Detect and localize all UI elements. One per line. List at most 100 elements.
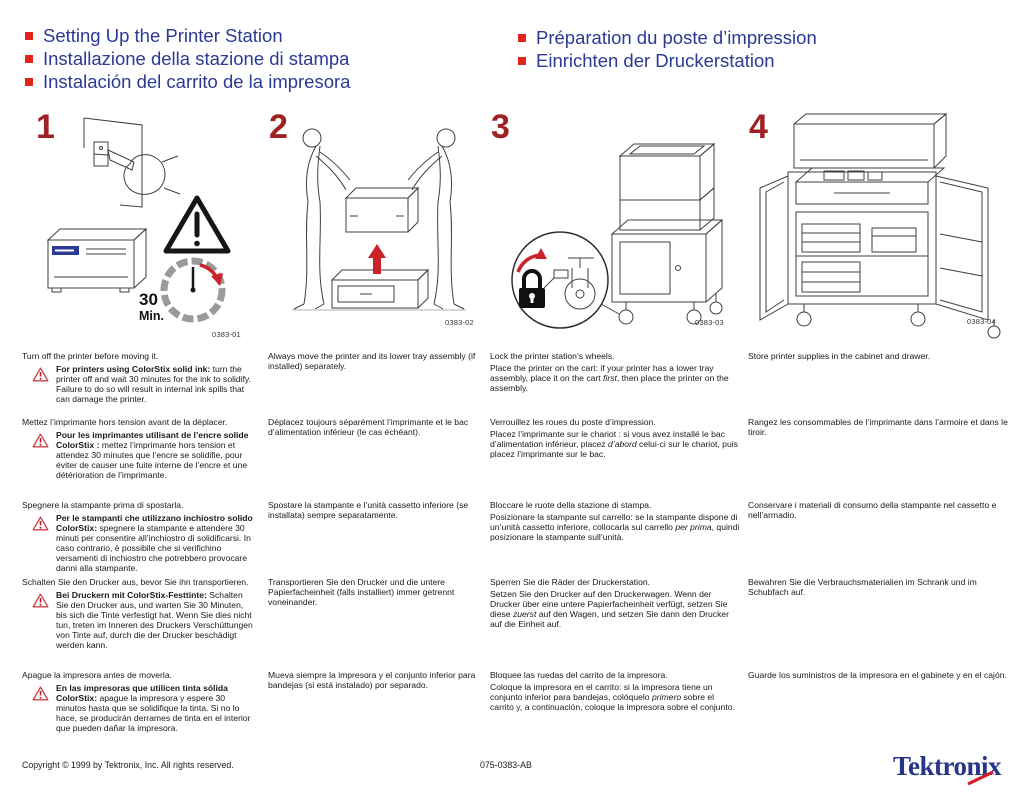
red-square-bullet-icon	[25, 54, 33, 63]
instruction-text: Verrouillez les roues du poste d’impress…	[490, 417, 656, 427]
instruction-cell: Rangez les consommables de l’imprimante …	[748, 417, 1022, 501]
warning-note: Pour les imprimantes utilisant de l’encr…	[22, 429, 256, 481]
instruction-cell: Store printer supplies in the cabinet an…	[748, 351, 1022, 418]
instruction-text: Bloquee las ruedas del carrito de la imp…	[490, 670, 668, 680]
figures-row: 30 Min. 1 0383-01	[22, 108, 1022, 345]
instruction-text: Bewahren Sie die Verbrauchsmaterialien i…	[748, 577, 977, 597]
instruction-text: Spostare la stampante e l’unità cassetto…	[268, 500, 469, 520]
instruction-cell: Schalten Sie den Drucker aus, bevor Sie …	[22, 577, 268, 671]
part-number: 075-0383-AB	[480, 760, 532, 770]
clock-icon	[160, 257, 226, 323]
instruction-text-part: auf den Wagen, und setzen Sie dann den D…	[490, 609, 730, 630]
instruction-cell: Guarde los suministros de la impresora e…	[748, 670, 1022, 753]
instruction-text: Schalten Sie den Drucker aus, bevor Sie …	[22, 577, 249, 587]
instruction-text: Transportieren Sie den Drucker und die u…	[268, 577, 455, 607]
instruction-cell: Spostare la stampante e l’unità cassetto…	[268, 500, 490, 578]
instruction-cell: Conservare i materiali di consumo della …	[748, 500, 1022, 578]
instruction-text: Mettez l’imprimante hors tension avant d…	[22, 417, 228, 427]
instruction-text: Guarde los suministros de la impresora e…	[748, 670, 1007, 680]
instruction-text: Spegnere la stampante prima di spostarla…	[22, 500, 184, 510]
instructions-row-german: Schalten Sie den Drucker aus, bevor Sie …	[22, 577, 1022, 671]
warning-triangle-icon	[32, 516, 49, 574]
step-number-3: 3	[491, 108, 510, 146]
warning-text-rest: Schalten Sie den Drucker aus, und warten…	[56, 589, 253, 650]
rotate-arrow-icon	[516, 248, 547, 273]
warning-text: For printers using ColorStix solid ink: …	[56, 363, 256, 405]
warning-triangle-icon	[32, 686, 49, 734]
title-block-right: Préparation du poste d’impression Einric…	[518, 26, 817, 72]
instruction-text-part: celui-ci sur le chariot, puis placez l’i…	[490, 439, 738, 460]
instruction-cell: Bloquee las ruedas del carrito de la imp…	[490, 670, 748, 753]
warning-note: For printers using ColorStix solid ink: …	[22, 363, 256, 405]
warning-text-rest: mettez l’imprimante hors tension et atte…	[56, 439, 248, 480]
warning-text-rest: turn the printer off and wait 30 minutes…	[56, 363, 252, 404]
tektronix-logo: Tektronix	[877, 751, 1007, 791]
title-block-left: Setting Up the Printer Station Installaz…	[25, 24, 350, 93]
instruction-cell: Always move the printer and its lower tr…	[268, 351, 490, 418]
figure-step-4: 4 0383-04	[748, 110, 1022, 345]
instruction-cell: Mueva siempre la impresora y el conjunto…	[268, 670, 490, 753]
instruction-text: Placez l’imprimante sur le chariot : si …	[490, 429, 740, 460]
instructions-row-french: Mettez l’imprimante hors tension avant d…	[22, 417, 1022, 501]
warning-text-bold: En las impresoras que utilicen tinta sól…	[56, 682, 228, 703]
instruction-cell: Lock the printer station’s wheels. Place…	[490, 351, 748, 418]
figure-caption-2: 0383-02	[445, 318, 474, 327]
page-title-en: Setting Up the Printer Station	[43, 24, 283, 46]
lock-wheels-illustration	[511, 142, 724, 329]
figure-caption-4: 0383-04	[967, 317, 996, 326]
instruction-text: Déplacez toujours séparément l’imprimant…	[268, 417, 469, 437]
instruction-text: Conservare i materiali di consumo della …	[748, 500, 997, 520]
instruction-text: Apague la impresora antes de moverla.	[22, 670, 172, 680]
warning-text-bold: Bei Druckern mit ColorStix-Festtinte:	[56, 589, 207, 600]
footer: Copyright © 1999 by Tektronix, Inc. All …	[22, 751, 1013, 795]
instruction-text: Turn off the printer before moving it.	[22, 351, 159, 361]
step-number-2: 2	[269, 108, 288, 146]
instruction-cell: Bloccare le ruote della stazione di stam…	[490, 500, 748, 578]
title-line: Instalación del carrito de la impresora	[25, 70, 350, 93]
instruction-text-part: , quindi posizionare la stampante sull’u…	[490, 522, 740, 543]
warning-text-bold: Pour les imprimantes utilisant de l’encr…	[56, 429, 249, 450]
instruction-cell: Bewahren Sie die Verbrauchsmaterialien i…	[748, 577, 1022, 671]
warning-note: Per le stampanti che utilizzano inchiost…	[22, 513, 256, 574]
instruction-text: Mueva siempre la impresora y el conjunto…	[268, 670, 476, 690]
title-line: Installazione della stazione di stampa	[25, 47, 350, 70]
instruction-text: Rangez les consommables de l’imprimante …	[748, 417, 1008, 437]
instruction-text-emphasis: zuerst	[512, 609, 537, 620]
step-number-1: 1	[36, 108, 55, 146]
instruction-text-emphasis: primero	[651, 692, 682, 703]
padlock-icon	[519, 269, 545, 308]
red-square-bullet-icon	[25, 77, 33, 86]
warning-triangle-icon	[32, 593, 49, 651]
instruction-text-part: Placez l’imprimante sur le chariot : si …	[490, 429, 725, 450]
warning-text: Pour les imprimantes utilisant de l’encr…	[56, 429, 256, 481]
power-off-illustration: 30 Min.	[46, 117, 231, 323]
warning-text: En las impresoras que utilicen tinta sól…	[56, 682, 256, 734]
figure-caption-3: 0383-03	[695, 318, 724, 327]
instruction-text-emphasis: first	[603, 373, 617, 384]
figure-step-2: 2 0383-02	[268, 108, 490, 345]
warning-text: Bei Druckern mit ColorStix-Festtinte: Sc…	[56, 589, 256, 651]
page-title-es: Instalación del carrito de la impresora	[43, 70, 351, 92]
instruction-text: Always move the printer and its lower tr…	[268, 351, 476, 371]
title-line: Préparation du poste d’impression	[518, 26, 817, 49]
magnifier-lens	[511, 231, 609, 329]
instruction-cell: Mettez l’imprimante hors tension avant d…	[22, 417, 268, 501]
wait-time-unit: Min.	[139, 309, 164, 323]
instruction-text-part: , then place the printer on the assembly…	[490, 373, 729, 394]
instruction-text-part: Setzen Sie den Drucker auf den Druckerwa…	[490, 589, 728, 620]
page-title-fr: Préparation du poste d’impression	[536, 26, 817, 48]
up-arrow-icon	[368, 244, 386, 274]
instruction-cell: Sperren Sie die Räder der Druckerstation…	[490, 577, 748, 671]
tektronix-logo-slash-icon	[967, 771, 994, 785]
instruction-cell: Déplacez toujours séparément l’imprimant…	[268, 417, 490, 501]
instruction-text: Sperren Sie die Räder der Druckerstation…	[490, 577, 651, 587]
page-title-de: Einrichten der Druckerstation	[536, 49, 775, 71]
supplies-cabinet-illustration	[759, 112, 1001, 339]
red-square-bullet-icon	[518, 33, 526, 42]
instruction-cell: Apague la impresora antes de moverla. En…	[22, 670, 268, 753]
figure-caption-1: 0383-01	[212, 330, 241, 339]
title-line: Setting Up the Printer Station	[25, 24, 350, 47]
warning-triangle-icon	[32, 433, 49, 481]
warning-text-bold: For printers using ColorStix solid ink:	[56, 363, 211, 374]
